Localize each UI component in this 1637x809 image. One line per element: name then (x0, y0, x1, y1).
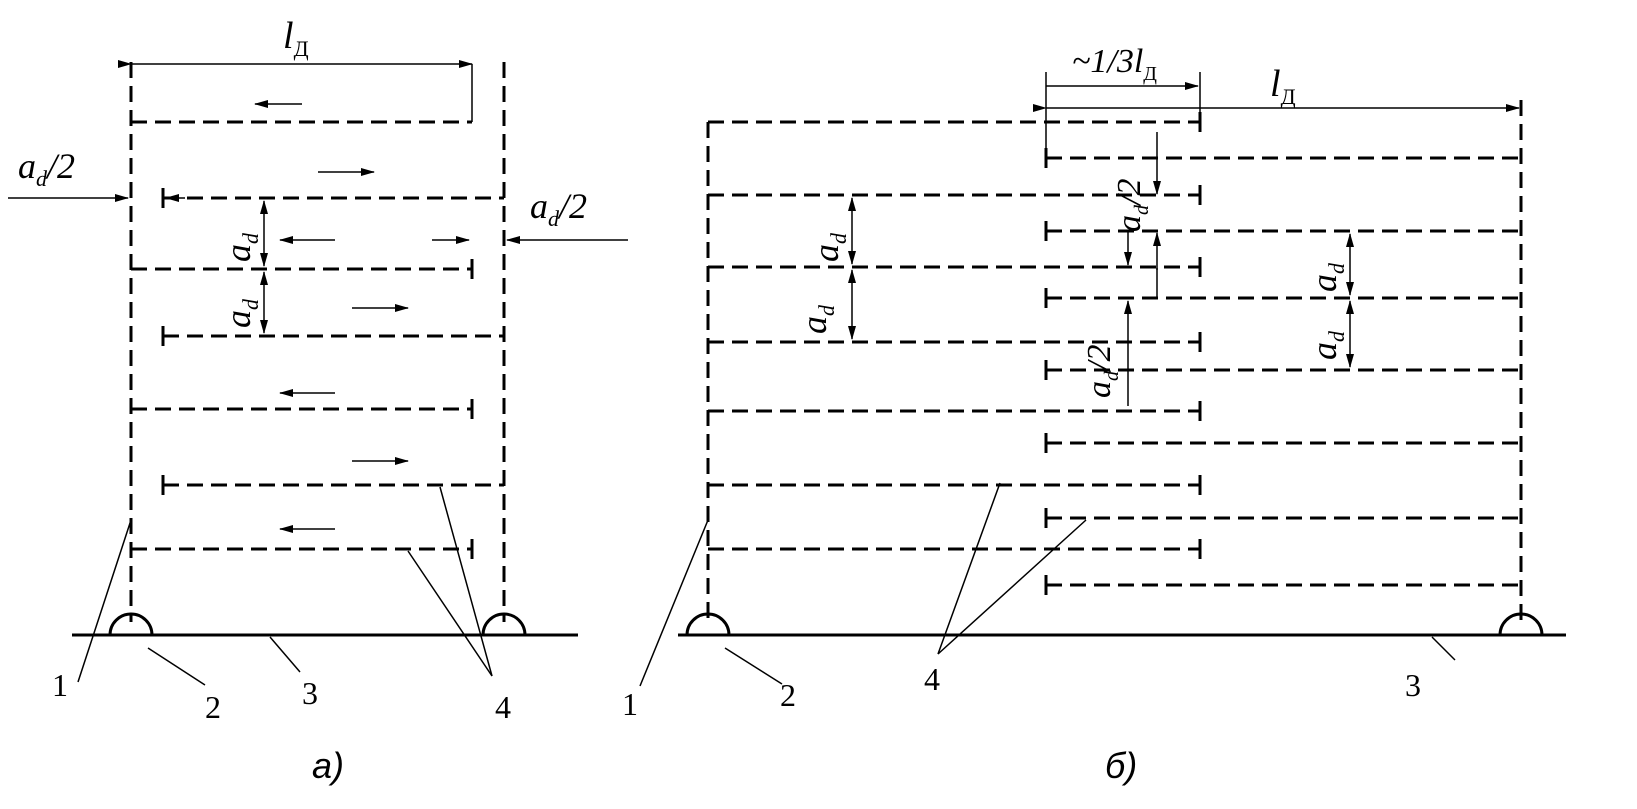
callout-3: 3 (1405, 667, 1421, 703)
leader-3 (1431, 636, 1456, 661)
dim-ld-label: lД (1270, 63, 1296, 109)
leader-4a (439, 486, 493, 677)
callout-4: 4 (924, 661, 940, 697)
dim-half-left-label: ad/2 (18, 146, 75, 191)
caption-b: б) (1105, 745, 1137, 786)
leader-2 (147, 647, 206, 686)
callout-2: 2 (780, 677, 796, 713)
panel-b: ~1/3lД lД (622, 43, 1566, 786)
leader-1 (77, 519, 132, 683)
dim-ld-label: lД (283, 15, 309, 61)
dim-mid-half-2-label: ad/2 (1081, 345, 1123, 398)
callout-1: 1 (52, 667, 68, 703)
callout-3: 3 (302, 675, 318, 711)
leader-4b (407, 550, 493, 677)
dim-left-ad-1-label: ad (806, 232, 851, 262)
dim-right-ad-1-label: ad (1304, 262, 1349, 292)
leader-4b (937, 519, 1087, 655)
leader-2 (724, 647, 783, 685)
callout-2: 2 (205, 689, 221, 725)
dim-ad-1-label: ad (218, 232, 263, 262)
callout-4: 4 (495, 689, 511, 725)
leader-4a (937, 482, 1001, 655)
leader-3 (269, 636, 301, 673)
callout-1: 1 (622, 686, 638, 722)
caption-a: а) (312, 745, 344, 786)
dim-ad-2-label: ad (218, 298, 263, 328)
panel-a: lД ad/2 ad/2 ad (8, 15, 628, 786)
leader-1 (639, 519, 709, 687)
dim-mid-half-1-label: ad/2 (1111, 179, 1153, 232)
dim-half-right-label: ad/2 (530, 186, 587, 231)
dim-third-label: ~1/3lД (1072, 43, 1157, 85)
dim-left-ad-2-label: ad (794, 304, 839, 334)
dim-right-ad-2-label: ad (1304, 330, 1349, 360)
